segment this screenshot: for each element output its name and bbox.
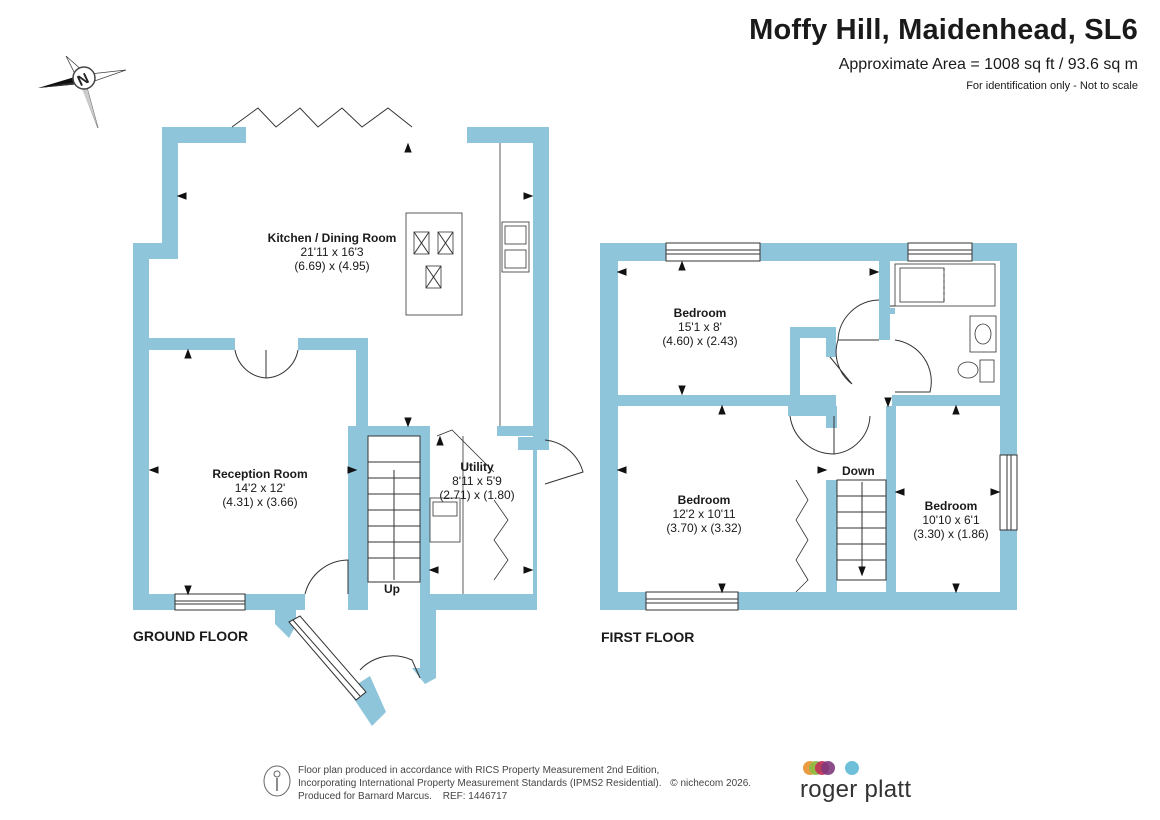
rics-logo-icon <box>263 765 291 797</box>
wall <box>420 426 430 594</box>
room-dimensions-metric: (4.31) x (3.66) <box>222 495 298 509</box>
scale-note: For identification only - Not to scale <box>966 80 1138 92</box>
wall <box>618 395 836 406</box>
wall <box>826 395 836 405</box>
room-dimensions-metric: (4.60) x (2.43) <box>662 334 738 348</box>
stairs-up-label: Up <box>384 582 400 596</box>
wall <box>760 243 908 261</box>
wall <box>467 127 549 143</box>
compass-rose-icon: N <box>38 55 127 129</box>
room-label-bedroom-1: Bedroom 15'1 x 8' (4.60) x (2.43) <box>640 306 760 348</box>
wall <box>600 592 646 610</box>
room-name: Bedroom <box>673 306 727 320</box>
wall <box>826 327 836 357</box>
wall <box>533 440 537 610</box>
wall <box>245 594 305 610</box>
room-name: Utility <box>460 460 494 474</box>
property-title: Moffy Hill, Maidenhead, SL6 <box>749 14 1138 46</box>
wall <box>298 338 368 350</box>
approximate-area: Approximate Area = 1008 sq ft / 93.6 sq … <box>838 56 1138 73</box>
wall <box>879 308 895 314</box>
footer-line-3-text: Produced for Barnard Marcus. <box>298 791 432 802</box>
brand-dot <box>821 761 835 775</box>
room-dimensions-imperial: 12'2 x 10'11 <box>672 507 736 521</box>
brand-logo-text: roger platt <box>800 776 912 803</box>
wall <box>738 592 1017 610</box>
wall <box>420 594 436 678</box>
room-label-bedroom-3: Bedroom 10'10 x 6'1 (3.30) x (1.86) <box>898 499 1004 541</box>
room-label-utility: Utility 8'11 x 5'9 (2.71) x (1.80) <box>427 460 527 502</box>
wall <box>162 127 178 244</box>
footer-line-3: Produced for Barnard Marcus. REF: 144671… <box>298 790 751 803</box>
brand-dots-logo-icon <box>803 761 859 775</box>
ground-floor-label: GROUND FLOOR <box>133 628 249 644</box>
wall <box>348 426 368 610</box>
wall <box>790 327 830 338</box>
wall <box>149 338 235 350</box>
room-dimensions-metric: (3.70) x (3.32) <box>666 521 742 535</box>
wall <box>879 243 890 340</box>
wall <box>356 426 420 436</box>
room-name: Reception Room <box>212 467 308 481</box>
room-dimensions-imperial: 8'11 x 5'9 <box>452 474 502 488</box>
wall <box>790 327 800 395</box>
wall <box>1000 530 1017 610</box>
wall <box>826 406 837 428</box>
wall <box>356 338 368 426</box>
wall <box>133 243 149 610</box>
wall <box>826 480 837 592</box>
wall <box>497 426 537 436</box>
wall <box>133 594 175 610</box>
footer-copyright: © nichecom 2026. <box>670 778 752 789</box>
room-label-kitchen: Kitchen / Dining Room 21'11 x 16'3 (6.69… <box>232 231 432 273</box>
first-floor-label: FIRST FLOOR <box>601 629 695 645</box>
footer-ref: REF: 1446717 <box>442 791 508 802</box>
wall <box>886 406 896 592</box>
room-dimensions-imperial: 10'10 x 6'1 <box>922 513 980 527</box>
room-name: Bedroom <box>677 493 731 507</box>
footer-line-2-text: Incorporating International Property Mea… <box>298 778 662 789</box>
room-label-bedroom-2: Bedroom 12'2 x 10'11 (3.70) x (3.32) <box>644 493 764 535</box>
room-dimensions-metric: (6.69) x (4.95) <box>294 259 370 273</box>
wall <box>428 594 537 610</box>
room-dimensions-metric: (3.30) x (1.86) <box>913 527 989 541</box>
room-dimensions-imperial: 15'1 x 8' <box>678 320 722 334</box>
room-dimensions-imperial: 21'11 x 16'3 <box>300 245 364 259</box>
wall <box>788 406 828 416</box>
room-label-reception: Reception Room 14'2 x 12' (4.31) x (3.66… <box>180 467 340 509</box>
room-dimensions-metric: (2.71) x (1.80) <box>439 488 515 502</box>
stairs-down-label: Down <box>842 464 875 478</box>
room-name: Kitchen / Dining Room <box>267 231 397 245</box>
footer-line-1: Floor plan produced in accordance with R… <box>298 765 660 776</box>
footer-text: Floor plan produced in accordance with R… <box>298 764 751 803</box>
wall <box>162 127 246 143</box>
footer-line-2: Incorporating International Property Mea… <box>298 777 751 790</box>
wall <box>1000 243 1017 455</box>
room-name: Bedroom <box>924 499 978 513</box>
room-dimensions-imperial: 14'2 x 12' <box>234 481 286 495</box>
brand-dot <box>845 761 859 775</box>
wall <box>600 243 618 610</box>
wall <box>892 395 1017 406</box>
wall <box>533 127 549 441</box>
